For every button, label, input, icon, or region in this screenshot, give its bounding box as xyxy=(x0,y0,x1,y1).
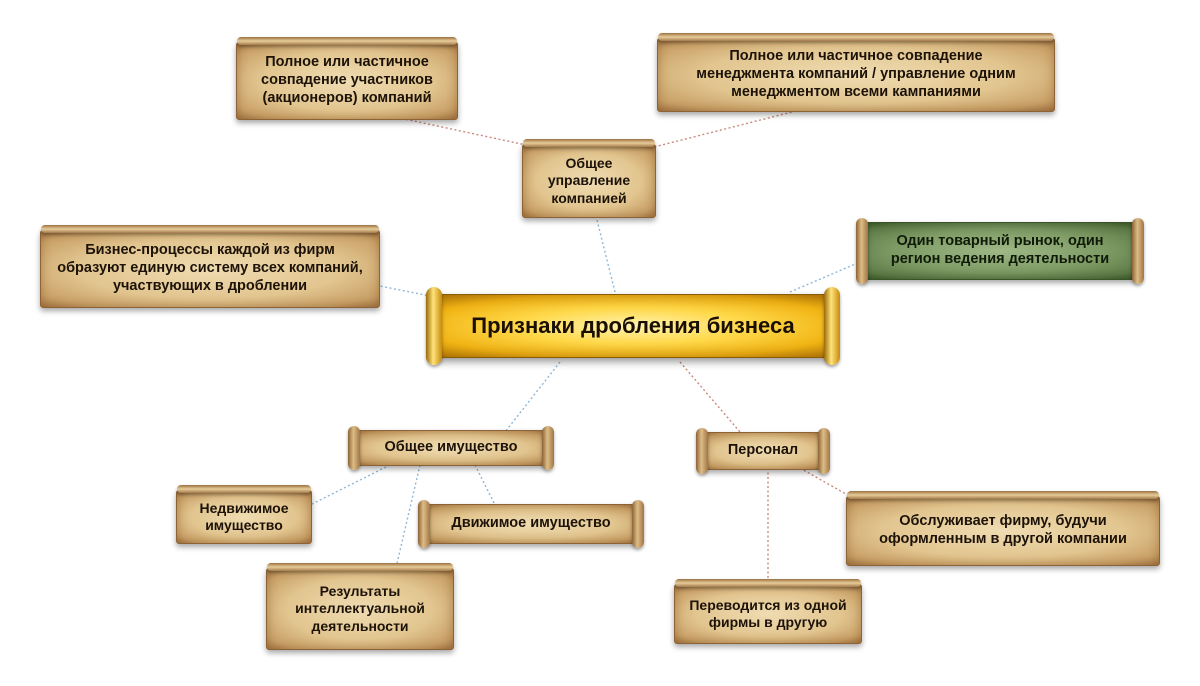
node-single-market-text: Один товарный рынок, один регион ведения… xyxy=(890,233,1110,267)
node-common-property-text: Общее имущество xyxy=(384,439,518,456)
node-transferred: Переводится из одной фирмы в другую xyxy=(674,579,862,644)
node-common-property: Общее имущество xyxy=(348,426,554,470)
link-center-to-property xyxy=(504,361,561,433)
node-intellectual-results-text: Результаты интеллектуальной деятельности xyxy=(295,583,425,634)
node-real-estate: Недвижимое имущество xyxy=(176,485,312,544)
node-shareholders-overlap-text: Полное или частичное совпадение участник… xyxy=(261,54,433,106)
node-serves-other-company: Обслуживает фирму, будучи оформленным в … xyxy=(846,491,1160,566)
node-management-overlap: Полное или частичное совпадение менеджме… xyxy=(657,33,1055,112)
node-transferred-text: Переводится из одной фирмы в другую xyxy=(689,596,847,630)
link-property-to-real-estate xyxy=(299,464,391,511)
node-management-overlap-text: Полное или частичное совпадение менеджме… xyxy=(696,48,1016,100)
node-real-estate-text: Недвижимое имущество xyxy=(199,499,289,533)
node-shareholders-overlap: Полное или частичное совпадение участник… xyxy=(236,37,458,120)
node-center-text: Признаки дробления бизнеса xyxy=(471,312,795,338)
link-center-to-market xyxy=(789,261,861,293)
node-movable-property: Движимое имущество xyxy=(418,500,644,548)
node-general-management-text: Общее управление компанией xyxy=(547,155,631,206)
node-personnel: Персонал xyxy=(696,428,830,474)
node-center: Признаки дробления бизнеса xyxy=(426,287,840,365)
node-serves-other-company-text: Обслуживает фирму, будучи оформленным в … xyxy=(879,513,1127,547)
link-management-to-shareholders xyxy=(399,117,541,149)
link-center-to-management xyxy=(594,211,616,293)
node-movable-property-text: Движимое имущество xyxy=(451,515,611,532)
link-property-to-intellectual xyxy=(394,464,421,573)
node-general-management: Общее управление компанией xyxy=(522,139,656,218)
link-management-to-managers xyxy=(649,109,801,149)
link-property-to-movable xyxy=(474,464,496,506)
node-intellectual-results: Результаты интеллектуальной деятельности xyxy=(266,563,454,650)
node-single-market: Один товарный рынок, один регион ведения… xyxy=(856,218,1144,284)
node-business-processes: Бизнес-процессы каждой из фирм образуют … xyxy=(40,225,380,308)
node-personnel-text: Персонал xyxy=(727,442,799,459)
link-center-to-personnel xyxy=(679,361,741,433)
node-business-processes-text: Бизнес-процессы каждой из фирм образуют … xyxy=(57,242,363,294)
